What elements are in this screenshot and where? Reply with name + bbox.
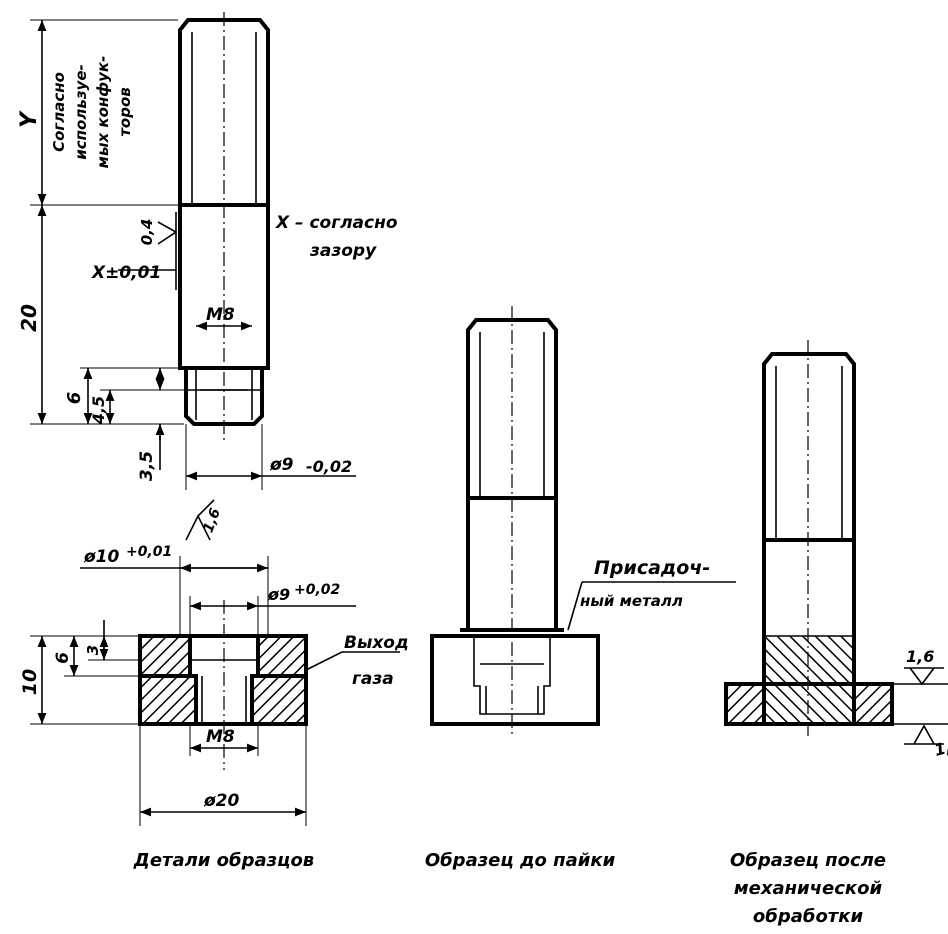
dim-6-label: 6 bbox=[64, 392, 85, 405]
dim-3-5-label: 3,5 bbox=[137, 451, 157, 481]
caption-after-machining-1: Образец после bbox=[730, 850, 886, 871]
caption-specimen-parts: Детали образцов bbox=[133, 850, 314, 871]
dia-9-dim: ø9 -0,02 bbox=[185, 424, 356, 490]
roughness-symbol-right-top: 1,6 bbox=[904, 647, 944, 686]
svg-text:Выход: Выход bbox=[344, 633, 409, 653]
svg-text:M8: M8 bbox=[206, 305, 235, 325]
caption-after-machining-2: механической bbox=[734, 878, 883, 899]
note-x-line2: зазору bbox=[309, 241, 377, 261]
roughness-symbol-0-4: 0,4 bbox=[138, 212, 178, 250]
note-y: Согласно используе- мых конфук- торов bbox=[50, 56, 134, 169]
roughness-symbol-right-bottom: 1,6 bbox=[904, 724, 948, 760]
note-x-line1: X – согласно bbox=[275, 213, 398, 233]
dim-20-label: 20 bbox=[17, 304, 41, 332]
svg-text:+0,01: +0,01 bbox=[126, 544, 172, 560]
svg-text:-0,02: -0,02 bbox=[306, 457, 352, 476]
thread-m8-top-dim: M8 bbox=[196, 305, 252, 331]
plate-dimensions-left: 10 6 3 bbox=[19, 620, 138, 725]
specimen-after-machining bbox=[724, 340, 948, 736]
bolt-dimensions-left bbox=[30, 19, 184, 470]
caption-after-machining-3: обработки bbox=[753, 906, 864, 927]
plate-part bbox=[138, 600, 308, 770]
dim-x-label: X±0,01 bbox=[91, 263, 161, 283]
svg-text:ø10: ø10 bbox=[83, 547, 120, 567]
dia-20-dim: ø20 bbox=[139, 724, 307, 826]
svg-text:ный металл: ный металл bbox=[580, 592, 683, 610]
svg-text:3: 3 bbox=[84, 645, 102, 655]
dim-y-label: Y bbox=[17, 110, 42, 128]
svg-text:мых конфук-: мых конфук- bbox=[94, 56, 112, 169]
svg-text:Согласно: Согласно bbox=[50, 72, 68, 152]
filler-metal-note: Присадоч- ный металл bbox=[567, 557, 736, 631]
svg-text:1,6: 1,6 bbox=[932, 734, 948, 760]
dim-4-5-label: 4,5 bbox=[89, 396, 108, 425]
svg-text:M8: M8 bbox=[206, 727, 235, 747]
gas-exit-note: Выход газа bbox=[305, 633, 409, 689]
dia-10-dim: ø10 +0,01 bbox=[80, 544, 269, 636]
caption-before-brazing: Образец до пайки bbox=[425, 850, 616, 871]
specimen-before-brazing bbox=[430, 306, 600, 736]
thread-m8-bottom-dim: M8 bbox=[189, 724, 259, 756]
svg-text:10: 10 bbox=[19, 669, 41, 695]
dia-9-hole-dim: ø9 +0,02 bbox=[189, 582, 356, 636]
svg-text:торов: торов bbox=[116, 87, 134, 137]
bolt-part-top bbox=[178, 12, 270, 440]
svg-text:1,6: 1,6 bbox=[906, 647, 934, 666]
svg-text:6: 6 bbox=[53, 652, 73, 664]
svg-text:0,4: 0,4 bbox=[138, 219, 156, 246]
svg-text:Присадоч-: Присадоч- bbox=[594, 557, 710, 579]
svg-text:газа: газа bbox=[352, 669, 394, 689]
roughness-symbol-1-6-top: 1,6 bbox=[185, 499, 224, 541]
svg-text:используе-: используе- bbox=[72, 64, 90, 159]
svg-text:ø9: ø9 bbox=[267, 585, 290, 604]
svg-text:+0,02: +0,02 bbox=[294, 582, 340, 598]
svg-text:ø9: ø9 bbox=[269, 455, 294, 475]
svg-text:ø20: ø20 bbox=[203, 791, 240, 811]
